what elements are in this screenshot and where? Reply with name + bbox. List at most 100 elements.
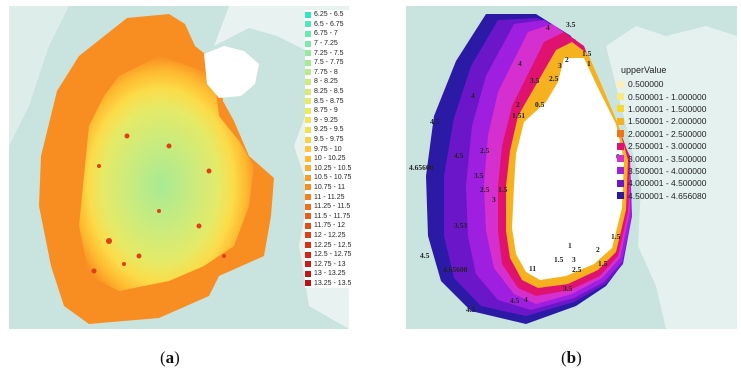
legend-item: 9.75 - 10 [305,144,351,154]
legend-item: 8.25 - 8.5 [305,87,351,97]
legend-label: 4.000001 - 4.500000 [628,178,707,189]
legend-item: 10.5 - 10.75 [305,173,351,183]
legend-label: 0.500000 [628,79,664,90]
legend-label: 1.500001 - 2.000000 [628,116,707,127]
zone-label: 2 [565,55,569,64]
legend-item: 11.25 - 11.5 [305,202,351,212]
zone-label: 4 [518,59,522,68]
legend-swatch [617,93,624,101]
zone-label: 2 [516,100,520,109]
zone-label: 4.65600 [409,163,434,172]
legend-item: 12.75 - 13 [305,259,351,269]
legend-swatch [305,21,311,28]
legend-label: 0.500001 - 1.000000 [628,91,707,102]
zoned-map-b: 4 3.5 1.5 2 3 1 4 3.5 2.5 2 0.5 1.51 4 4… [409,14,737,329]
legend-label: 8.25 - 8.5 [314,88,344,96]
legend-swatch [305,280,311,287]
legend-label: 7.5 - 7.75 [314,59,344,67]
legend-item: 4.500001 - 4.656080 [617,190,737,202]
legend-item: 7 - 7.25 [305,39,351,49]
caption-a: (a) [160,348,180,367]
legend-swatch [305,222,311,229]
legend-label: 11 - 11.25 [314,193,345,201]
legend-item: 9.25 - 9.5 [305,125,351,135]
legend-swatch [305,261,311,268]
legend-swatch [617,155,624,163]
legend-swatch [617,130,624,138]
legend-label: 13.25 - 13.5 [314,279,352,287]
legend-title: upperValue [621,65,667,75]
legend-label: 2.000001 - 2.500000 [628,128,707,139]
legend-swatch [617,80,624,88]
legend-item: 3.000001 - 3.500000 [617,152,737,164]
legend-label: 7.25 - 7.5 [314,49,344,57]
legend-item: 8.5 - 8.75 [305,96,351,106]
legend-swatch [617,179,624,187]
legend-swatch [617,142,624,150]
legend-item: 1.000001 - 1.500000 [617,103,737,115]
legend-label: 10.25 - 10.5 [314,164,352,172]
land-britain-b [606,26,737,329]
land-ireland-b [512,58,624,280]
zone-label: 4.5 [430,117,440,126]
legend-item: 10.25 - 10.5 [305,164,351,174]
legend-swatch [305,117,311,124]
legend-swatch [305,203,311,210]
legend-item: 2.500001 - 3.000000 [617,140,737,152]
legend-item: 9 - 9.25 [305,116,351,126]
legend-item: 10 - 10.25 [305,154,351,164]
legend-item: 13 - 13.25 [305,269,351,279]
legend-item: 6.75 - 7 [305,29,351,39]
legend-label: 8.5 - 8.75 [314,97,344,105]
legend-label: 6.5 - 6.75 [314,20,344,28]
legend-item: 0.500001 - 1.000000 [617,90,737,102]
legend-label: 12.75 - 13 [314,260,346,268]
zone-label: 3.5 [563,284,573,293]
legend-item: 11.5 - 11.75 [305,211,351,221]
legend-label: 9.25 - 9.5 [314,126,344,134]
legend-item: 12.25 - 12.5 [305,240,351,250]
legend-item: 8 - 8.25 [305,77,351,87]
legend-label: 8.75 - 9 [314,107,338,115]
legend-swatch [305,155,311,162]
legend-label: 12.25 - 12.5 [314,241,352,249]
legend-swatch [305,40,311,47]
legend-swatch [305,30,311,37]
domain-inner-a [79,56,254,291]
legend-label: 8 - 8.25 [314,78,338,86]
legend-label: 9.5 - 9.75 [314,136,344,144]
legend-item: 12 - 12.25 [305,231,351,241]
legend-swatch [305,136,311,143]
zone-label: 3.5 [530,76,540,85]
legend-swatch [305,213,311,220]
legend-label: 10.75 - 11 [314,183,346,191]
legend-item: 3.500001 - 4.000000 [617,165,737,177]
legend-label: 4.500001 - 4.656080 [628,190,707,201]
legend-swatch [305,78,311,85]
zone-label: 0.5 [535,100,545,109]
zone-label: 4.5 [420,251,430,260]
hotspots-a [91,133,226,274]
legend-swatch [305,126,311,133]
legend-label: 10 - 10.25 [314,155,346,163]
zone-label: 1 [568,241,572,250]
zone-label: 3 [558,61,562,70]
legend-item: 7.75 - 8 [305,68,351,78]
map-panel-b: 4 3.5 1.5 2 3 1 4 3.5 2.5 2 0.5 1.51 4 4… [406,6,737,329]
legend-swatch [617,105,624,113]
legend-label: 12.5 - 12.75 [314,251,352,259]
legend-item: 6.25 - 6.5 [305,10,351,20]
zone-label: 4 [546,23,550,32]
legend-swatch [305,232,311,239]
legend-label: 2.500001 - 3.000000 [628,141,707,152]
land-ni-a [204,46,259,98]
legend-item: 13.25 - 13.5 [305,279,351,289]
legend-label: 11.75 - 12 [314,222,346,230]
zone-label: 1.5 [498,185,508,194]
legend-swatch [305,270,311,277]
legend-label: 6.75 - 7 [314,30,338,38]
wave-height-map-a [9,6,349,329]
